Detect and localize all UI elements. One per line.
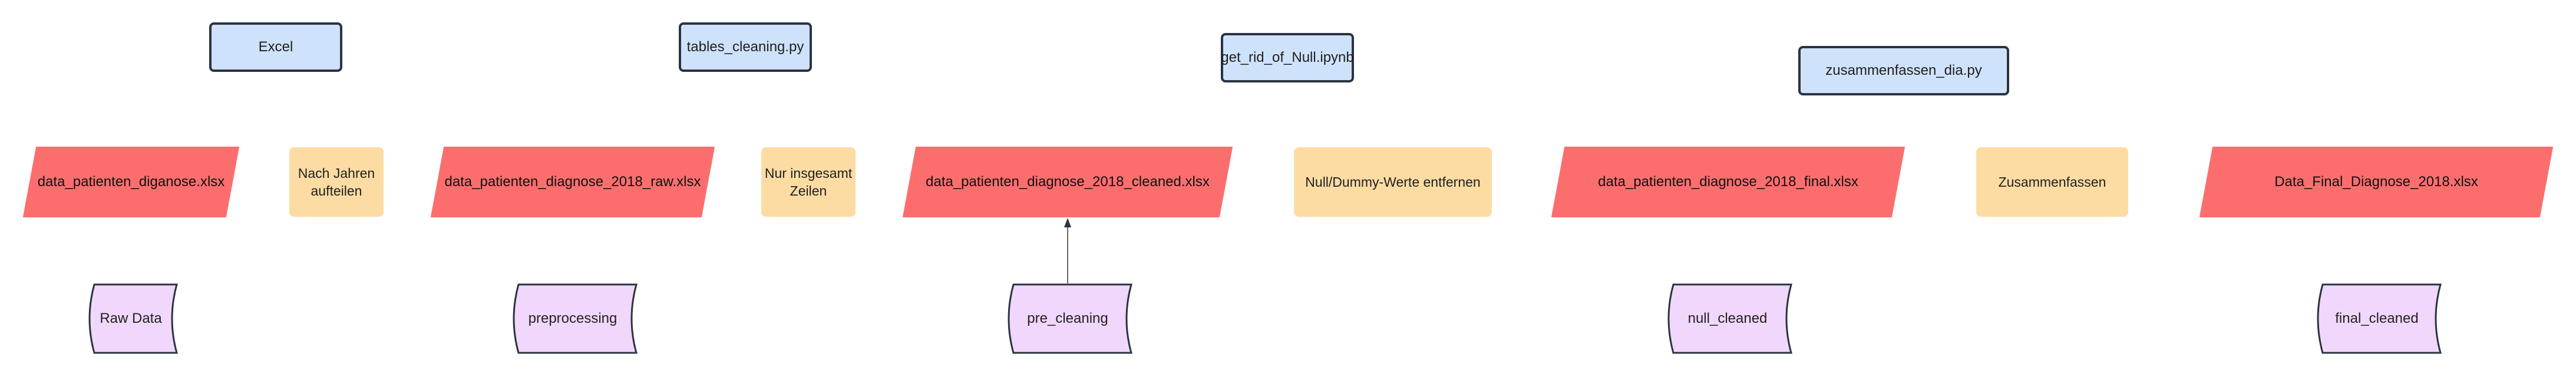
store-label: pre_cleaning — [1027, 310, 1108, 326]
store-label: final_cleaned — [2335, 310, 2419, 326]
store-preprocessing: preprocessing — [508, 283, 638, 354]
tool-zusammenfassen-dia-label: zusammenfassen_dia.py — [1825, 62, 1982, 78]
tool-get-rid-of-null: get_rid_of_Null.ipynb — [1221, 33, 1354, 82]
store-label: preprocessing — [528, 310, 617, 326]
step-line: Zeilen — [790, 183, 827, 199]
file-shape — [1551, 147, 1905, 217]
step-nach-jahren-aufteilen: Nach Jahren aufteilen — [289, 147, 384, 217]
arrowhead-icon — [1064, 218, 1071, 227]
file-data-patienten-diagnose-2018-final: data_patienten_diagnose_2018_final.xlsx — [1551, 147, 1905, 217]
tool-zusammenfassen-dia: zusammenfassen_dia.py — [1798, 46, 2009, 95]
file-shape — [23, 147, 239, 217]
file-data-final-diagnose-2018: Data_Final_Diagnose_2018.xlsx — [2199, 147, 2553, 217]
step-line: aufteilen — [311, 183, 362, 199]
store-shape — [1667, 283, 1792, 354]
store-shape — [2317, 283, 2442, 354]
tool-tables-cleaning-label: tables_cleaning.py — [686, 39, 804, 55]
step-line: Nur insgesamt — [764, 166, 853, 181]
tool-excel-label: Excel — [258, 39, 293, 55]
file-shape — [2199, 147, 2553, 217]
file-data-patienten-diganose: data_patienten_diganose.xlsx — [23, 147, 239, 217]
store-shape — [513, 283, 638, 354]
store-null-cleaned: null_cleaned — [1663, 283, 1792, 354]
step-nur-insgesamt-zeilen: Nur insgesamt Zeilen — [761, 147, 856, 217]
file-label: data_patienten_diagnose_2018_final.xlsx — [1598, 174, 1858, 190]
file-shape — [431, 147, 715, 217]
file-label: data_patienten_diagnose_2018_cleaned.xls… — [926, 174, 1210, 190]
store-final-cleaned: final_cleaned — [2312, 283, 2442, 354]
tool-excel: Excel — [209, 22, 342, 72]
store-pre-cleaning: pre_cleaning — [1003, 283, 1132, 354]
store-raw-data: Raw Data — [84, 283, 178, 354]
tool-tables-cleaning: tables_cleaning.py — [679, 22, 812, 72]
step-zusammenfassen: Zusammenfassen — [1976, 147, 2128, 217]
step-line: Nach Jahren — [298, 166, 375, 181]
store-shape — [1008, 283, 1132, 354]
file-label: data_patienten_diganose.xlsx — [37, 174, 225, 190]
file-label: Data_Final_Diagnose_2018.xlsx — [2274, 174, 2478, 190]
tool-get-rid-of-null-label: get_rid_of_Null.ipynb — [1221, 49, 1354, 65]
store-label: Raw Data — [100, 310, 162, 326]
file-data-patienten-diagnose-2018-raw: data_patienten_diagnose_2018_raw.xlsx — [431, 147, 715, 217]
file-label: data_patienten_diagnose_2018_raw.xlsx — [444, 174, 701, 190]
store-shape — [88, 283, 178, 354]
file-shape — [903, 147, 1233, 217]
step-null-dummy-werte-entfernen: Null/Dummy-Werte entfernen — [1294, 147, 1492, 217]
step-label: Zusammenfassen — [1998, 174, 2106, 190]
file-data-patienten-diagnose-2018-cleaned: data_patienten_diagnose_2018_cleaned.xls… — [903, 147, 1233, 217]
step-label: Null/Dummy-Werte entfernen — [1305, 174, 1481, 190]
store-label: null_cleaned — [1687, 310, 1768, 326]
